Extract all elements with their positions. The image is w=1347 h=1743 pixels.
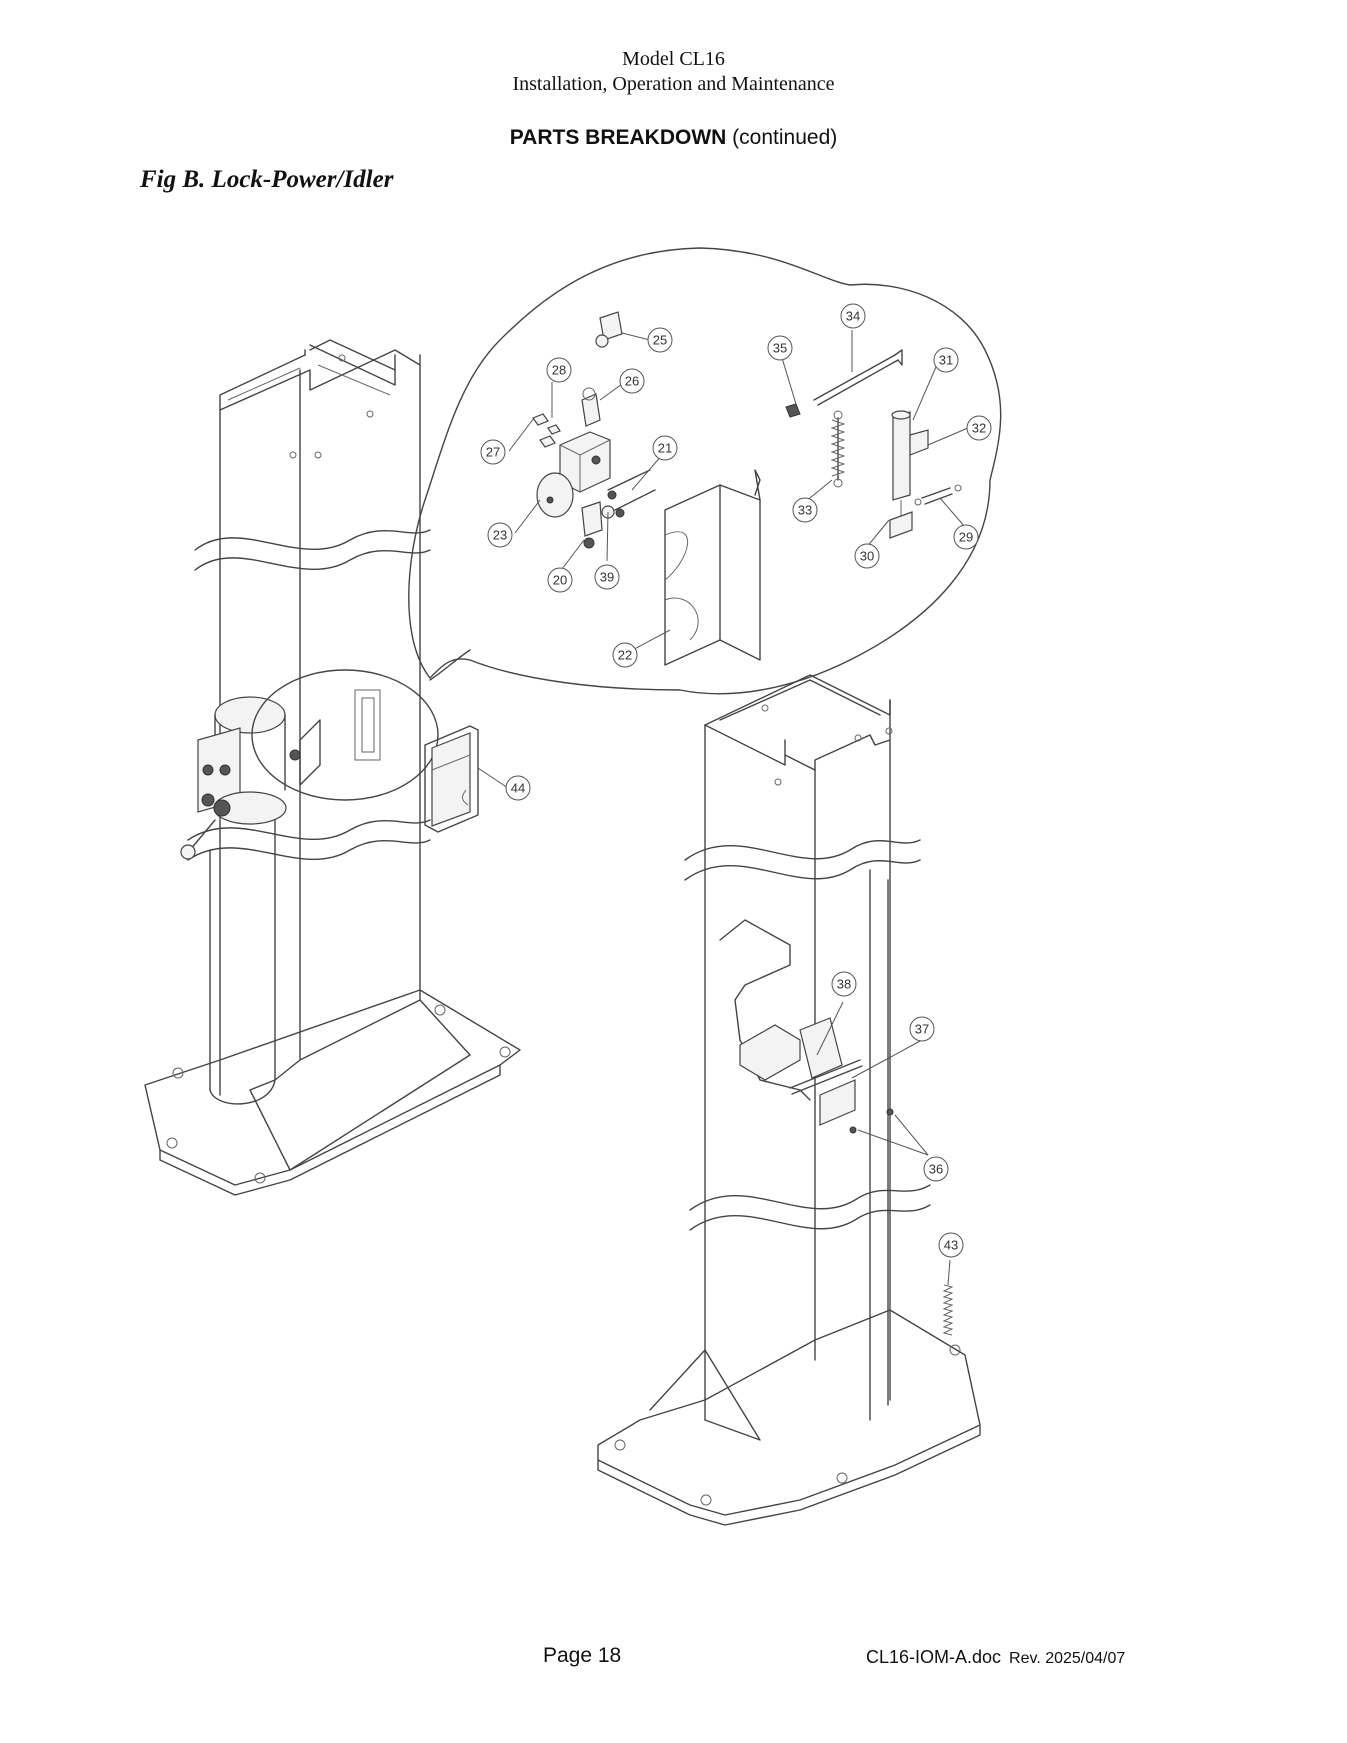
section-title-bold: PARTS BREAKDOWN [509,126,727,149]
callout-23: 23 [487,522,513,548]
callout-32: 32 [966,415,992,441]
callout-33-label: 33 [798,503,812,518]
callout-28: 28 [546,357,572,383]
callout-29-label: 29 [959,530,973,545]
callout-21: 21 [652,435,678,461]
callout-32-label: 32 [972,421,986,436]
section-title: PARTS BREAKDOWN (continued) [0,126,1347,150]
header-subtitle: Installation, Operation and Maintenance [512,73,835,95]
callout-21-label: 21 [658,441,672,456]
callout-33: 33 [792,497,818,523]
callout-35: 35 [767,335,793,361]
idler-column [597,674,981,1526]
callout-leaders [477,330,969,1286]
callout-22: 22 [612,642,638,668]
figure-title: Fig B. Lock-Power/Idler [140,166,394,193]
callout-34: 34 [840,303,866,329]
callout-43-label: 43 [944,1238,958,1253]
section-title-rest: (continued) [726,126,838,149]
callout-22-label: 22 [618,648,632,663]
callout-39: 39 [594,564,620,590]
callout-31-label: 31 [939,353,953,368]
callout-35-label: 35 [773,341,787,356]
callout-25: 25 [647,327,673,353]
callout-30-label: 30 [860,549,874,564]
callout-26: 26 [619,368,645,394]
footer-page-number: Page 18 [543,1644,622,1667]
detail-bubble [408,247,1002,695]
callout-bubbles: 25 26 28 27 21 23 20 39 22 35 34 31 32 3… [480,303,992,1258]
footer-doc-name: CL16-IOM-A.doc [866,1647,1002,1667]
callout-37-label: 37 [915,1022,929,1037]
callout-38-label: 38 [837,977,851,992]
power-column [144,339,521,1196]
callout-34-label: 34 [846,309,860,324]
callout-27: 27 [480,439,506,465]
callout-37: 37 [909,1016,935,1042]
callout-38: 38 [831,971,857,997]
header-model: Model CL16 [622,48,725,70]
footer-revision: Rev. 2025/04/07 [1009,1650,1126,1667]
callout-39-label: 39 [600,570,614,585]
callout-23-label: 23 [493,528,507,543]
callout-30: 30 [854,543,880,569]
callout-44-label: 44 [511,781,525,796]
callout-20-label: 20 [553,573,567,588]
callout-25-label: 25 [653,333,667,348]
footer-doc-info: CL16-IOM-A.doc Rev. 2025/04/07 [866,1647,1125,1668]
callout-36-label: 36 [929,1162,943,1177]
callout-27-label: 27 [486,445,500,460]
callout-20: 20 [547,567,573,593]
electrical-box [424,725,479,833]
callout-36: 36 [923,1156,949,1182]
callout-28-label: 28 [552,363,566,378]
callout-26-label: 26 [625,374,639,389]
callout-29: 29 [953,524,979,550]
callout-43: 43 [938,1232,964,1258]
callout-44: 44 [505,775,531,801]
callout-31: 31 [933,347,959,373]
